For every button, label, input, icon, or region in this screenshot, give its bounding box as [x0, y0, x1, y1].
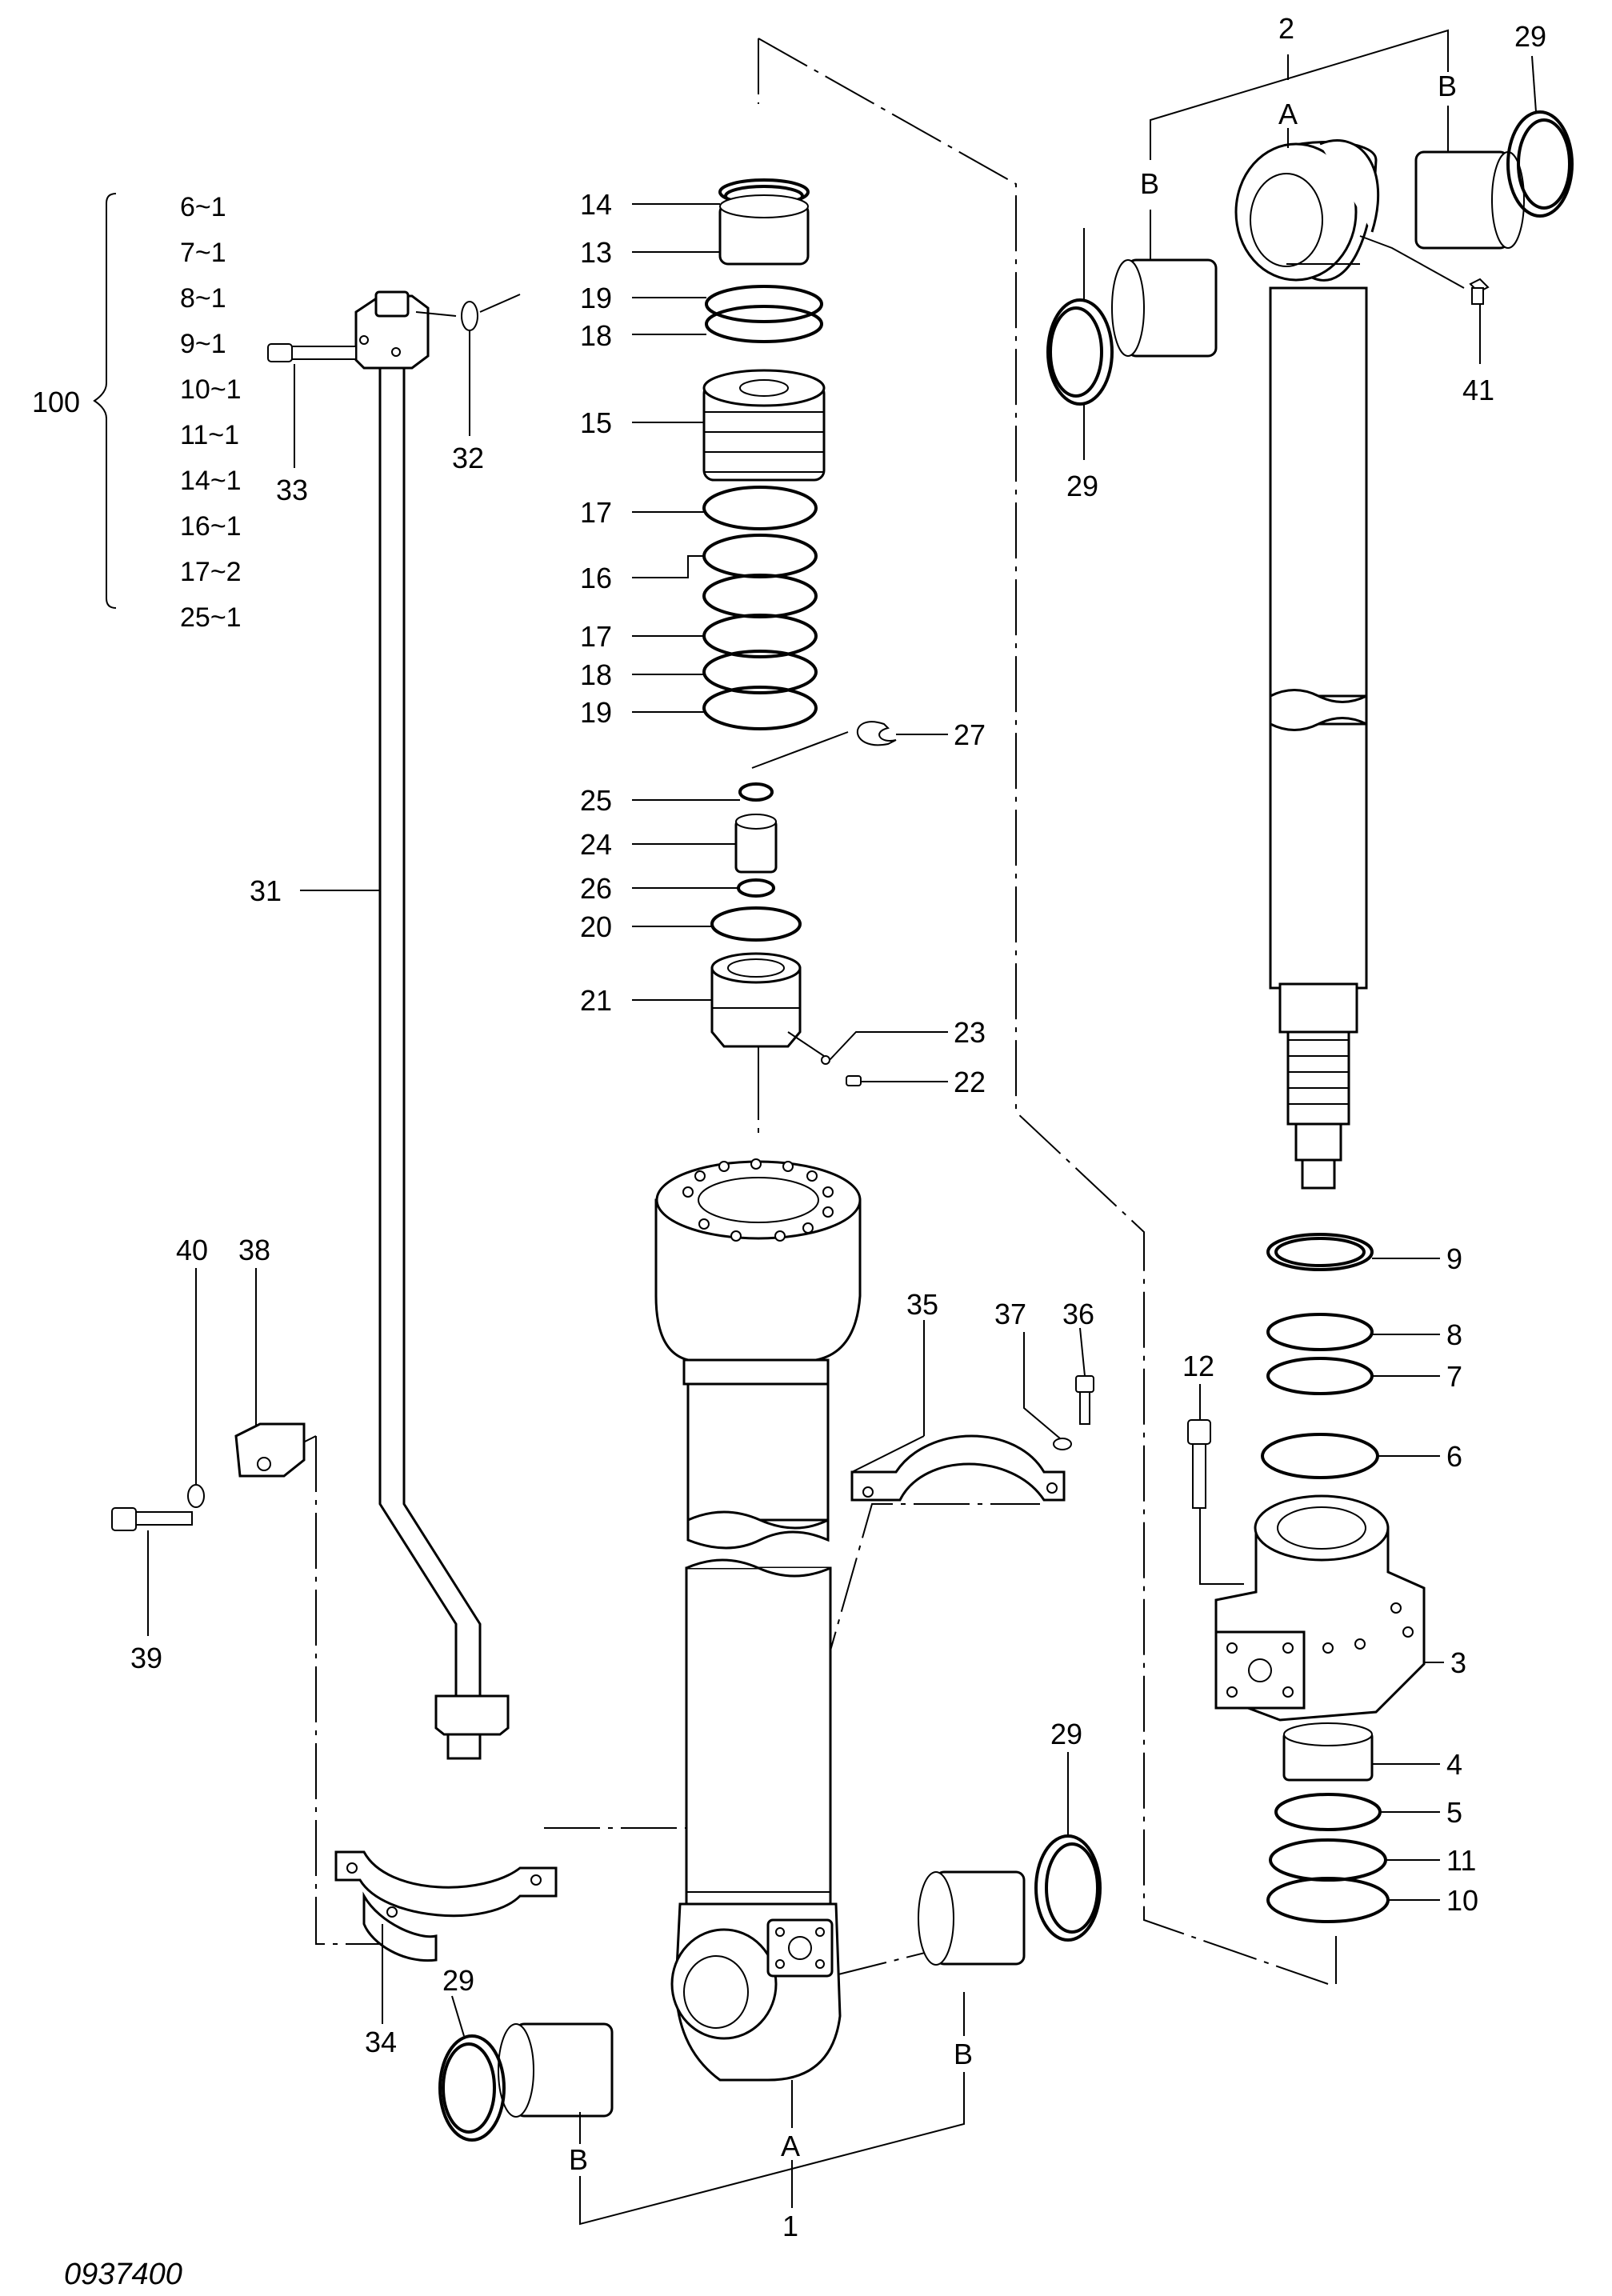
kit-item: 14~1 [180, 466, 242, 496]
kit-list: 100 6~1 7~1 8~1 9~1 10~1 11~1 14~1 16~1 17~2 25~1 [32, 192, 242, 633]
view-b-bottom-left: B [569, 2143, 588, 2176]
kit-item: 25~1 [180, 602, 242, 633]
view-b-top-right: B [1438, 70, 1457, 102]
callout-2: 2 [1278, 12, 1294, 45]
callout-39: 39 [130, 1642, 162, 1674]
view-a-top: A [1278, 98, 1298, 130]
kit-item: 8~1 [180, 283, 226, 314]
callout-27: 27 [954, 718, 986, 751]
callout-20: 20 [580, 910, 612, 943]
callout-17: 17 [580, 620, 612, 653]
kit-item: 9~1 [180, 329, 226, 359]
callout-12: 12 [1182, 1350, 1214, 1382]
callout-4: 4 [1446, 1748, 1462, 1781]
callout-24: 24 [580, 828, 612, 861]
callout-38: 38 [238, 1234, 270, 1266]
callout-31: 31 [250, 874, 282, 907]
view-labels: A B B A B B [569, 70, 1457, 2176]
callout-15: 15 [580, 406, 612, 439]
kit-number: 100 [32, 386, 80, 418]
callout-8: 8 [1446, 1318, 1462, 1351]
view-b-top-left: B [1140, 167, 1159, 200]
callout-19: 19 [580, 282, 612, 314]
callout-23: 23 [954, 1016, 986, 1049]
callout-13: 13 [580, 236, 612, 269]
callout-11: 11 [1446, 1844, 1476, 1877]
leader-lines [93, 29, 1537, 2226]
callout-5: 5 [1446, 1796, 1462, 1829]
piston-stack [702, 178, 897, 1086]
kit-item: 6~1 [180, 192, 226, 222]
callout-1: 1 [782, 2210, 798, 2242]
callout-29: 29 [1066, 470, 1098, 502]
callout-40: 40 [176, 1234, 208, 1266]
kit-item: 10~1 [180, 374, 242, 405]
callout-29: 29 [442, 1964, 474, 1997]
callout-33: 33 [276, 474, 308, 506]
callout-6: 6 [1446, 1440, 1462, 1473]
callout-26: 26 [580, 872, 612, 905]
callout-41: 41 [1462, 374, 1494, 406]
callout-32: 32 [452, 442, 484, 474]
callout-37: 37 [994, 1298, 1026, 1330]
callout-17: 17 [580, 496, 612, 529]
rod-assembly [1046, 110, 1574, 1190]
callout-18: 18 [580, 319, 612, 352]
callout-9: 9 [1446, 1242, 1462, 1275]
callout-36: 36 [1062, 1298, 1094, 1330]
pipe-assembly [111, 290, 1094, 1962]
callout-34: 34 [365, 2026, 397, 2058]
callout-7: 7 [1446, 1360, 1462, 1393]
kit-item: 7~1 [180, 238, 226, 268]
kit-item: 16~1 [180, 511, 242, 542]
kit-item: 17~2 [180, 557, 242, 587]
callout-35: 35 [906, 1288, 938, 1321]
callout-25: 25 [580, 784, 612, 817]
callout-21: 21 [580, 984, 612, 1017]
callout-22: 22 [954, 1066, 986, 1098]
callout-19: 19 [580, 696, 612, 729]
callout-14: 14 [580, 188, 612, 221]
cylinder-head [1187, 1233, 1426, 1923]
callout-10: 10 [1446, 1884, 1478, 1917]
view-b-bottom-right: B [954, 2038, 973, 2070]
kit-item: 11~1 [180, 420, 239, 450]
callout-3: 3 [1450, 1646, 1466, 1679]
drawing-code: 0937400 [64, 2258, 182, 2291]
callout-29: 29 [1050, 1718, 1082, 1750]
callout-29: 29 [1514, 20, 1546, 53]
callout-16: 16 [580, 562, 612, 594]
view-a-bottom: A [781, 2130, 800, 2162]
cylinder-tube [438, 1158, 1102, 2142]
callout-18: 18 [580, 658, 612, 691]
callouts: 14 13 19 18 15 17 16 17 18 19 25 24 26 2… [130, 12, 1546, 2242]
